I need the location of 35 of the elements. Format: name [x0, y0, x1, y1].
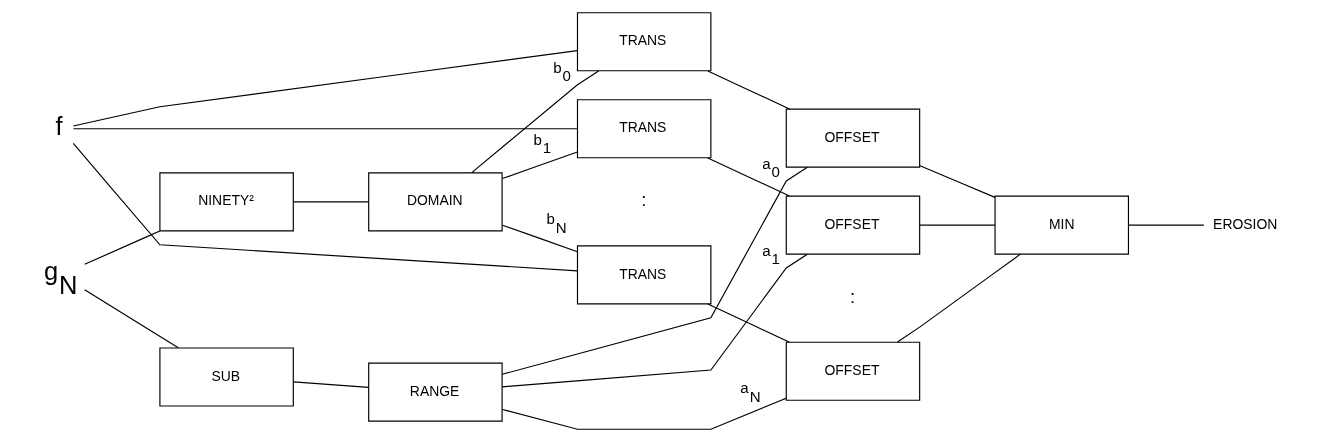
node-box: MIN [994, 195, 1130, 255]
connector [72, 128, 578, 130]
connector [919, 224, 996, 226]
connector [72, 142, 578, 272]
node-text: f [55, 112, 63, 141]
connector [896, 253, 1021, 343]
connector [293, 201, 370, 203]
connector [707, 303, 791, 343]
node-box: NINETY² [159, 172, 294, 232]
connector [501, 151, 578, 180]
label: : [641, 189, 647, 211]
node-box: SUB [159, 347, 294, 407]
connector [471, 70, 600, 174]
node-box: OFFSET [785, 195, 921, 255]
connector [1127, 224, 1205, 226]
node-box: RANGE [368, 362, 503, 422]
connector [72, 50, 578, 127]
node-box: OFFSET [785, 341, 921, 401]
connector [84, 289, 179, 349]
connector [919, 165, 996, 198]
node-box: TRANS [576, 99, 712, 159]
node-box: TRANS [576, 245, 712, 305]
connector [293, 381, 370, 388]
connector [501, 166, 808, 375]
connector [707, 157, 791, 197]
connector [501, 397, 787, 430]
node-box: TRANS [576, 12, 712, 72]
connector [501, 253, 808, 388]
node-box: DOMAIN [368, 172, 503, 232]
label: : [850, 285, 856, 307]
node-box: OFFSET [785, 108, 921, 168]
connector [84, 230, 161, 265]
connector [707, 70, 791, 110]
connector [501, 224, 578, 253]
node-text: EROSION [1213, 215, 1278, 232]
